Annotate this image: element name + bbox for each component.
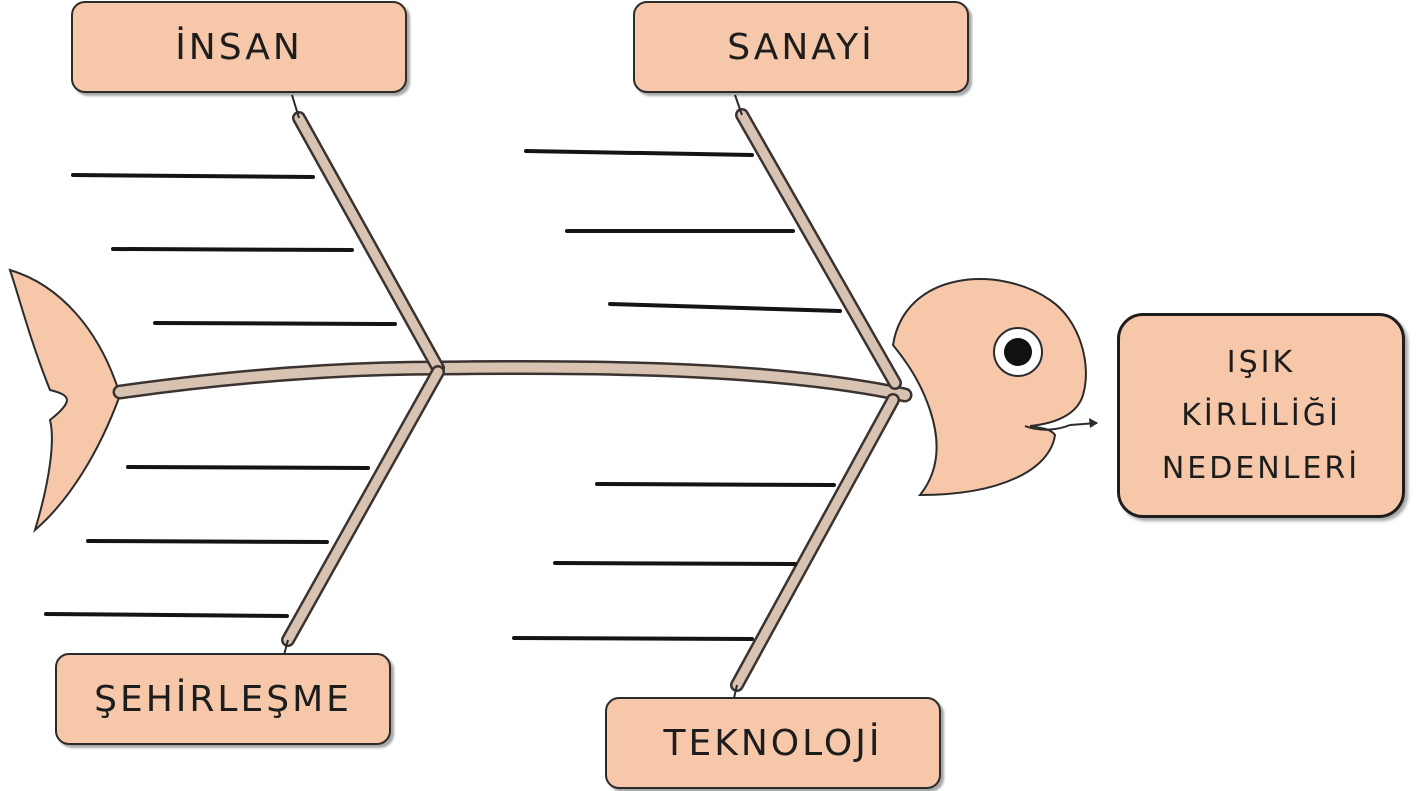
blank-line-insan-3[interactable]	[155, 323, 395, 324]
rib-insan	[292, 95, 438, 368]
effect-line-3: NEDENLERİ	[1162, 442, 1360, 495]
effect-line-1: IŞIK	[1227, 336, 1295, 389]
blank-line-teknoloji-1[interactable]	[597, 484, 834, 485]
fish-head	[893, 279, 1086, 495]
fish-tail	[10, 270, 120, 530]
blank-line-sehirlesme-1[interactable]	[128, 467, 368, 468]
category-label-teknoloji: TEKNOLOJİ	[664, 723, 883, 764]
blank-line-teknoloji-3[interactable]	[514, 638, 752, 639]
category-box-insan: İNSAN	[71, 1, 407, 93]
blank-line-sanayi-3[interactable]	[610, 304, 840, 311]
effect-arrow-head	[1089, 418, 1098, 428]
rib-sanayi	[735, 95, 895, 383]
category-box-sehirlesme: ŞEHİRLEŞME	[55, 653, 391, 745]
rib-sehirlesme	[284, 372, 438, 655]
effect-line-2: KİRLİLİĞİ	[1181, 389, 1341, 442]
blank-line-sanayi-1[interactable]	[526, 151, 752, 155]
effect-box: IŞIK KİRLİLİĞİ NEDENLERİ	[1117, 313, 1405, 518]
category-label-sanayi: SANAYİ	[727, 27, 875, 68]
category-box-teknoloji: TEKNOLOJİ	[605, 697, 941, 789]
blank-line-teknoloji-2[interactable]	[555, 563, 795, 564]
blank-line-sehirlesme-2[interactable]	[88, 541, 327, 542]
fish-pupil	[1004, 338, 1032, 366]
category-label-sehirlesme: ŞEHİRLEŞME	[94, 679, 352, 720]
rib-teknoloji	[734, 400, 893, 698]
category-label-insan: İNSAN	[175, 27, 303, 68]
blank-line-insan-2[interactable]	[113, 249, 352, 250]
blank-line-insan-1[interactable]	[73, 175, 313, 177]
blank-line-sehirlesme-3[interactable]	[46, 614, 287, 616]
category-box-sanayi: SANAYİ	[633, 1, 969, 93]
